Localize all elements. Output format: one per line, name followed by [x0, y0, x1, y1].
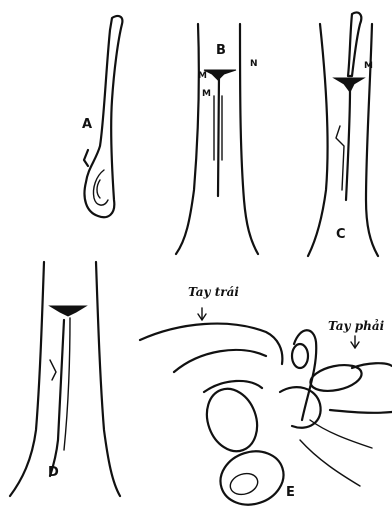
panel-b-mark-n: N	[250, 59, 258, 69]
panel-b-rootstock: B N M M	[176, 24, 258, 254]
panel-c-inserted: C M	[308, 12, 378, 256]
left-hand-label: Tay trái	[188, 285, 239, 299]
panel-e-label: E	[286, 485, 295, 500]
panel-e-hands: Tay trái Tay phải E	[140, 285, 392, 513]
panel-b-mark-m: M	[198, 71, 207, 81]
panel-b-label: B	[216, 43, 226, 58]
panel-c-label: C	[336, 227, 346, 242]
right-hand-label: Tay phải	[328, 318, 385, 333]
panel-b-mark-m2: M	[202, 89, 211, 99]
panel-d-sealed: D	[10, 262, 120, 496]
panel-c-mark-m: M	[364, 61, 373, 71]
panel-a-scion: A	[82, 16, 122, 217]
panel-a-label: A	[82, 117, 92, 132]
panel-d-label: D	[48, 465, 59, 480]
